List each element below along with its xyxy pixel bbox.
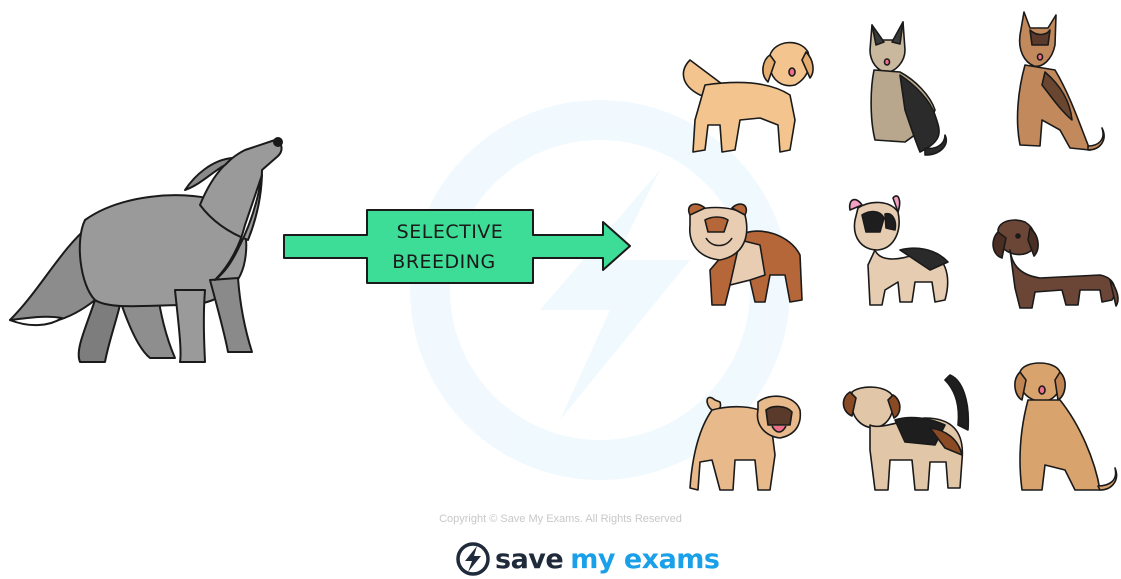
dachshund-icon [992,219,1119,309]
beagle-icon [842,374,970,491]
golden-retriever-icon [682,41,814,153]
pug-icon [689,395,802,491]
selective-breeding-arrow: SELECTIVE BREEDING [283,209,631,284]
logo-word-my-exams: my exams [570,543,720,575]
arrow-label-line2: BREEDING [392,251,495,273]
labrador-icon [1014,362,1118,491]
arrow-label-line1: SELECTIVE [397,221,504,243]
husky-icon [869,21,947,156]
german-shepherd-icon [1016,11,1105,151]
wolf-icon [9,137,283,363]
lightning-bolt-icon [456,542,490,576]
logo-word-save: save [495,543,564,575]
bulldog-icon [687,203,803,306]
french-bulldog-icon [848,195,949,306]
watermark-icon [410,100,790,480]
save-my-exams-logo: save my exams [455,539,720,579]
copyright-notice: Copyright © Save My Exams. All Rights Re… [439,513,682,525]
